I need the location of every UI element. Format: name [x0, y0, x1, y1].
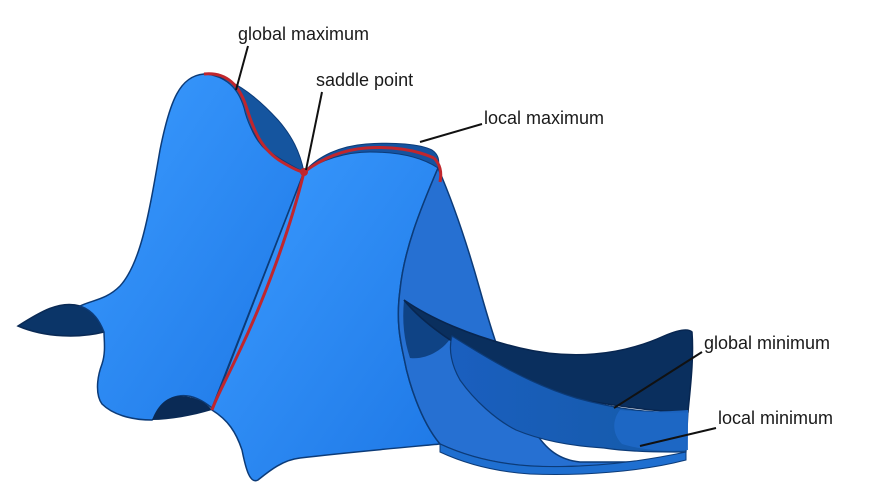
local-maximum-label: local maximum — [484, 108, 604, 128]
local-minimum-label: local minimum — [718, 408, 833, 428]
local-min-pocket — [614, 410, 688, 451]
callout-line-local-max — [420, 124, 482, 142]
callout-line-global-max — [236, 46, 248, 90]
global-maximum-label: global maximum — [238, 24, 369, 44]
global-minimum-label: global minimum — [704, 333, 830, 353]
saddle-point-label: saddle point — [316, 70, 413, 90]
